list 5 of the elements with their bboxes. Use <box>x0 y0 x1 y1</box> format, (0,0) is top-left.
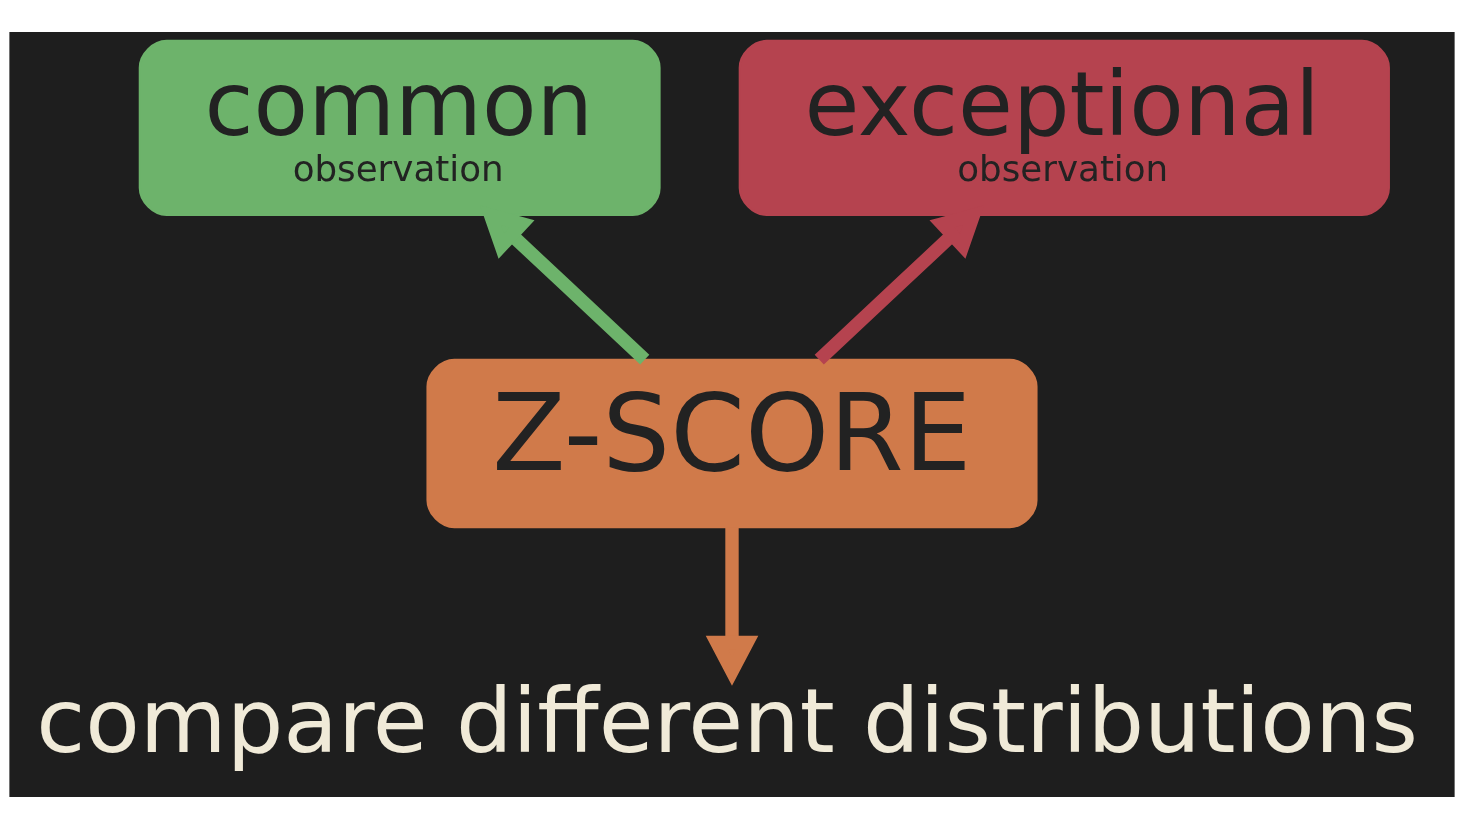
node-box: common observation <box>138 39 661 216</box>
node-text: compare different distributions <box>35 668 1418 773</box>
node-box: exceptional observation <box>738 39 1390 216</box>
arrow <box>705 526 758 686</box>
node-box: Z-SCORE <box>425 358 1038 528</box>
